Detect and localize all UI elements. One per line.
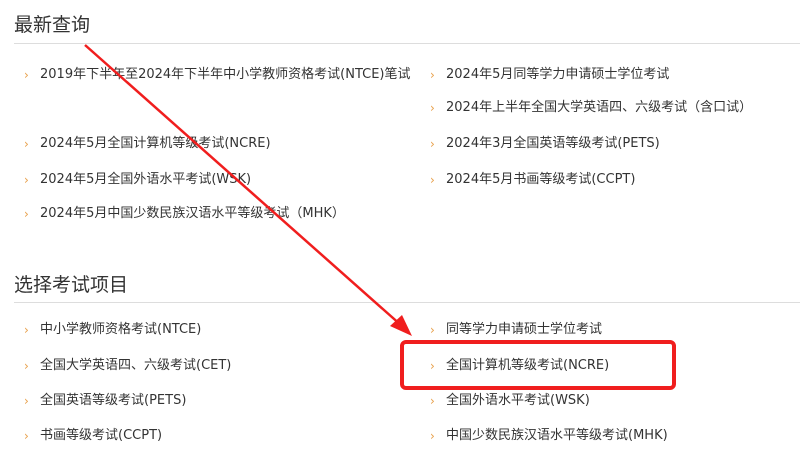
- exam-item[interactable]: › 全国大学英语四、六级考试(CET): [24, 356, 424, 376]
- latest-item[interactable]: › 2019年下半年至2024年下半年中小学教师资格考试(NTCE)笔试: [24, 65, 424, 85]
- chevron-right-icon: ›: [430, 394, 435, 408]
- link-text: 全国计算机等级考试(NCRE): [446, 358, 610, 373]
- link-text: 全国外语水平考试(WSK): [446, 393, 590, 408]
- exam-item[interactable]: › 书画等级考试(CCPT): [24, 426, 424, 446]
- chevron-right-icon: ›: [24, 173, 29, 187]
- exam-item[interactable]: › 中国少数民族汉语水平等级考试(MHK): [430, 426, 790, 446]
- latest-item[interactable]: › 2024年上半年全国大学英语四、六级考试（含口试）: [430, 98, 790, 118]
- exams-section-title: 选择考试项目: [14, 274, 129, 296]
- chevron-right-icon: ›: [430, 173, 435, 187]
- link-text: 全国大学英语四、六级考试(CET): [40, 358, 232, 373]
- divider: [14, 43, 800, 44]
- exam-item[interactable]: › 同等学力申请硕士学位考试: [430, 320, 790, 340]
- latest-item[interactable]: › 2024年5月全国外语水平考试(WSK): [24, 170, 424, 190]
- chevron-right-icon: ›: [24, 137, 29, 151]
- link-text: 书画等级考试(CCPT): [40, 428, 163, 443]
- chevron-right-icon: ›: [430, 101, 435, 115]
- chevron-right-icon: ›: [24, 207, 29, 221]
- link-text: 同等学力申请硕士学位考试: [446, 322, 603, 337]
- chevron-right-icon: ›: [430, 68, 435, 82]
- link-text: 2024年5月书画等级考试(CCPT): [446, 172, 636, 187]
- link-text: 2024年5月全国计算机等级考试(NCRE): [40, 136, 271, 151]
- divider: [14, 302, 800, 303]
- annotation-highlight-box: [400, 340, 676, 390]
- link-text: 2024年5月中国少数民族汉语水平等级考试（MHK）: [40, 206, 345, 221]
- link-text: 2024年上半年全国大学英语四、六级考试（含口试）: [446, 100, 753, 115]
- link-text: 2019年下半年至2024年下半年中小学教师资格考试(NTCE)笔试: [40, 67, 411, 82]
- latest-item[interactable]: › 2024年5月同等学力申请硕士学位考试: [430, 65, 790, 85]
- chevron-right-icon: ›: [24, 323, 29, 337]
- chevron-right-icon: ›: [430, 323, 435, 337]
- latest-section-title: 最新查询: [14, 14, 91, 36]
- chevron-right-icon: ›: [24, 429, 29, 443]
- link-text: 中小学教师资格考试(NTCE): [40, 322, 202, 337]
- latest-item[interactable]: › 2024年5月中国少数民族汉语水平等级考试（MHK）: [24, 204, 424, 224]
- exam-item[interactable]: › 全国英语等级考试(PETS): [24, 391, 424, 411]
- chevron-right-icon: ›: [24, 394, 29, 408]
- chevron-right-icon: ›: [24, 68, 29, 82]
- exam-item[interactable]: › 中小学教师资格考试(NTCE): [24, 320, 424, 340]
- link-text: 2024年3月全国英语等级考试(PETS): [446, 136, 660, 151]
- latest-item[interactable]: › 2024年5月书画等级考试(CCPT): [430, 170, 790, 190]
- link-text: 2024年5月同等学力申请硕士学位考试: [446, 67, 670, 82]
- chevron-right-icon: ›: [24, 359, 29, 373]
- chevron-right-icon: ›: [430, 359, 435, 373]
- exam-item-ncre[interactable]: › 全国计算机等级考试(NCRE): [430, 356, 790, 376]
- link-text: 中国少数民族汉语水平等级考试(MHK): [446, 428, 668, 443]
- chevron-right-icon: ›: [430, 429, 435, 443]
- latest-item[interactable]: › 2024年5月全国计算机等级考试(NCRE): [24, 134, 424, 154]
- latest-item[interactable]: › 2024年3月全国英语等级考试(PETS): [430, 134, 790, 154]
- link-text: 2024年5月全国外语水平考试(WSK): [40, 172, 252, 187]
- link-text: 全国英语等级考试(PETS): [40, 393, 187, 408]
- exam-item[interactable]: › 全国外语水平考试(WSK): [430, 391, 790, 411]
- chevron-right-icon: ›: [430, 137, 435, 151]
